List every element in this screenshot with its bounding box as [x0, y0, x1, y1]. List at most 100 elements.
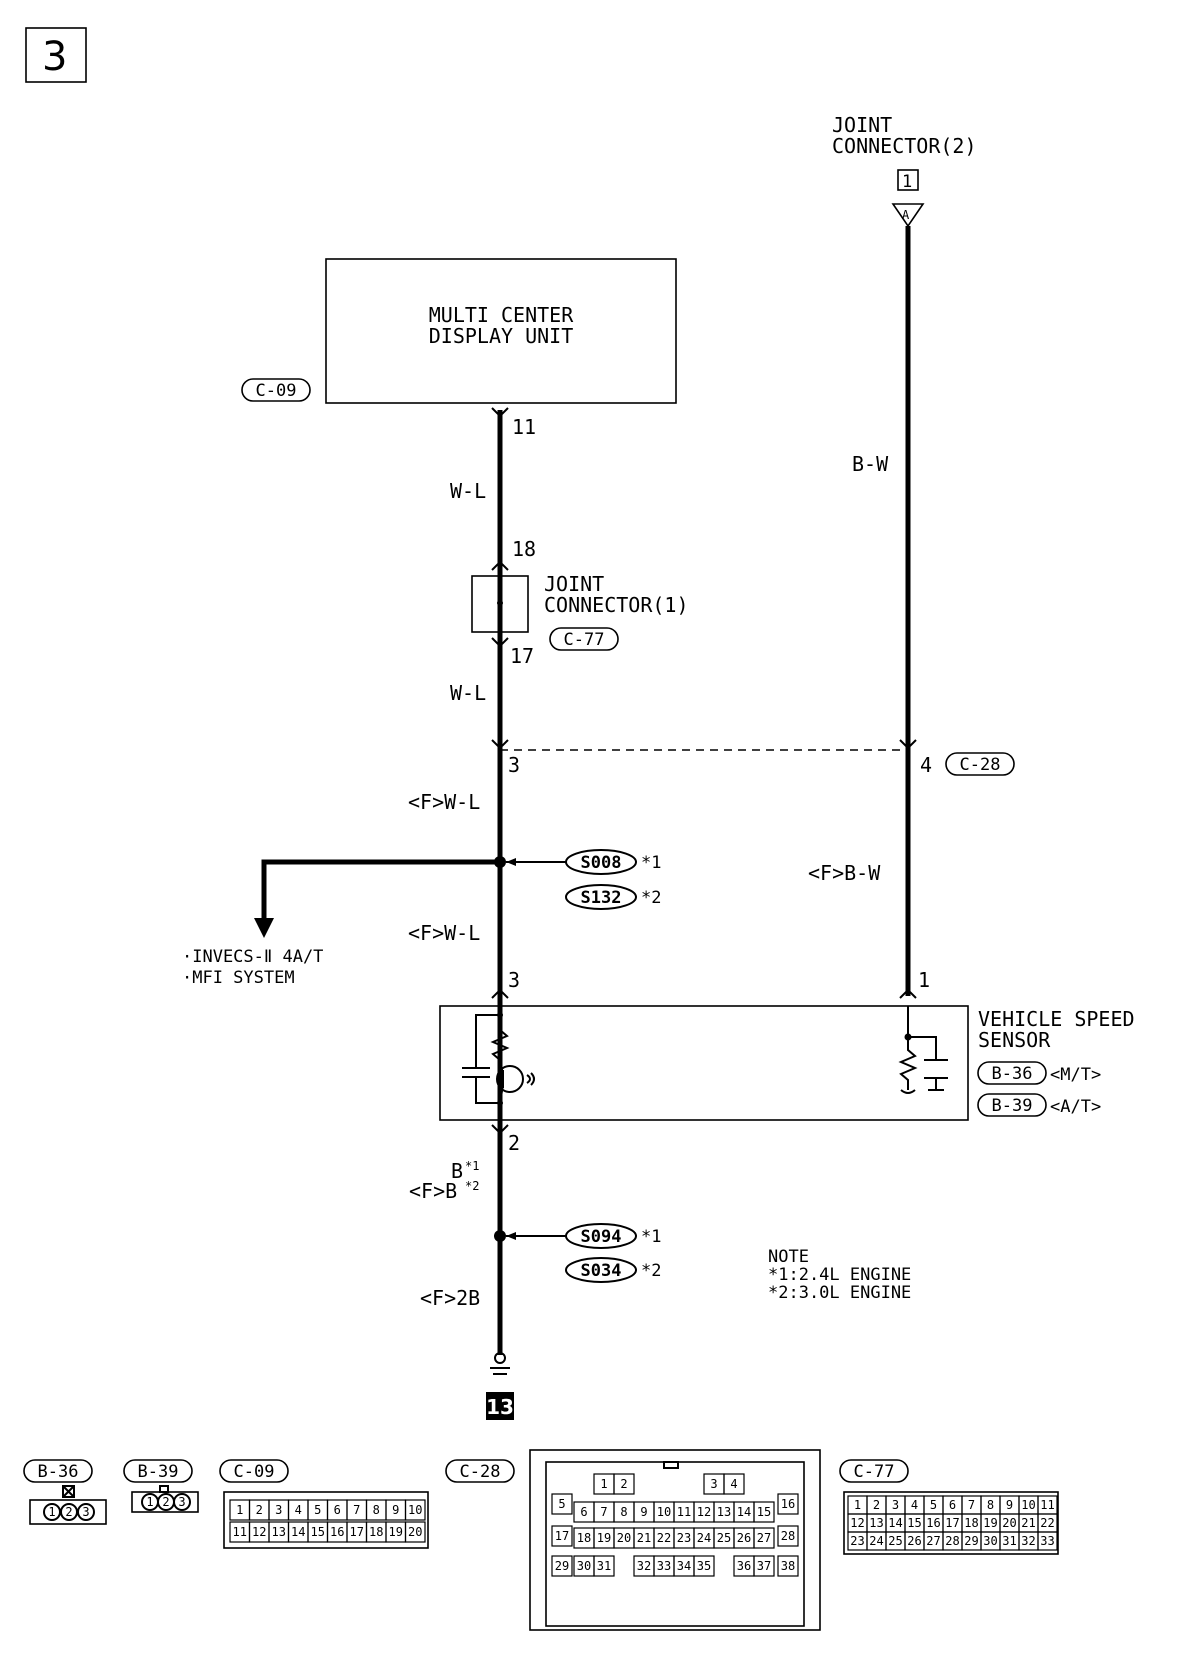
branch-line2: ·MFI SYSTEM: [182, 968, 295, 988]
cv-b39-pin-label: 3: [178, 1495, 185, 1509]
cv-b36-lock-x2: [62, 1485, 75, 1498]
wire-label-b1: B: [451, 1159, 463, 1183]
cv-c28-pin: 33: [657, 1559, 671, 1573]
splice-s094-label: S094: [581, 1227, 622, 1247]
mcdu-line1: MULTI CENTER: [429, 303, 574, 327]
cv-b39-pin-label: 1: [146, 1495, 153, 1509]
wire-label-wl-1: W-L: [450, 479, 486, 503]
page-number: 3: [42, 34, 67, 80]
cv-c09-pin: 1: [236, 1503, 243, 1517]
cv-c77-pin: 12: [850, 1516, 864, 1530]
cv-c77-pin: 30: [983, 1534, 997, 1548]
cv-c09-pin: 15: [311, 1525, 325, 1539]
cv-c28-outer: [529, 1449, 821, 1631]
cv-c09-pin: 10: [408, 1503, 422, 1517]
cv-c77-pin: 8: [987, 1498, 994, 1512]
cv-b36-lock: [62, 1485, 75, 1498]
cv-c09-pin: 13: [272, 1525, 286, 1539]
cv-c77-pin: 19: [983, 1516, 997, 1530]
cv-c77-pin: 13: [869, 1516, 883, 1530]
pin-marker-vss-2: [491, 1124, 509, 1135]
joint1-line2: CONNECTOR(1): [544, 593, 689, 617]
cv-c77-pin: 31: [1002, 1534, 1016, 1548]
cv-c77-pin: 29: [964, 1534, 978, 1548]
cv-c28-pin: 17: [555, 1529, 569, 1543]
wire-label-wl-2: W-L: [450, 681, 486, 705]
cv-c09-pill: [219, 1459, 289, 1483]
cv-c28-pin: 24: [697, 1531, 711, 1545]
cv-c28-pin: 14: [737, 1505, 751, 1519]
pin-vss-2: 2: [508, 1131, 520, 1155]
cv-c28-cell: [551, 1555, 573, 1577]
cv-c28-key: [663, 1461, 679, 1469]
cv-c09-cell: [404, 1521, 426, 1543]
pin-marker-18: [491, 560, 509, 571]
vss-transistor: [496, 1065, 524, 1093]
cv-c09-pin: 4: [295, 1503, 302, 1517]
cv-c28-cell: [777, 1555, 799, 1577]
cv-c09-label: C-09: [234, 1462, 275, 1482]
cv-b36-pin-label: 1: [48, 1505, 55, 1519]
vss-box: [439, 1005, 969, 1121]
cv-b36-pin-label: 2: [65, 1505, 72, 1519]
wire-label-fwl-2: <F>W-L: [408, 921, 480, 945]
cv-c77-body: [843, 1491, 1059, 1555]
cv-b36-body: [29, 1499, 107, 1525]
cv-c28-pin: 26: [737, 1531, 751, 1545]
vss-conn-at-pill: [977, 1093, 1047, 1117]
splice-s132-mark: *2: [641, 888, 661, 908]
wire-label-fb2: <F>B: [409, 1179, 457, 1203]
joint2-line2: CONNECTOR(2): [832, 134, 977, 158]
cv-c28-cell: [753, 1501, 775, 1523]
vss-conn-at: B-39: [992, 1096, 1033, 1116]
pin-18: 18: [512, 537, 536, 561]
cv-c28-pin: 32: [637, 1559, 651, 1573]
cv-c28-pin: 2: [620, 1477, 627, 1491]
splice-s008-mark: *1: [641, 853, 661, 873]
mcdu-box: [325, 258, 677, 404]
cv-c09-pin: 18: [369, 1525, 383, 1539]
mcdu-connector-pill: [241, 378, 311, 402]
ground-terminal: [494, 1352, 506, 1364]
joint2-ref: 1: [902, 172, 912, 192]
mcdu-line2: DISPLAY UNIT: [429, 324, 574, 348]
ground-ref-box: [486, 1392, 514, 1420]
cv-c77-pin: 16: [926, 1516, 940, 1530]
pin-marker-vss-1: [899, 988, 917, 999]
cv-c09-pin: 8: [373, 1503, 380, 1517]
cv-c28-pin: 37: [757, 1559, 771, 1573]
joint2-ref-box: [897, 169, 919, 191]
cv-c28-pin: 20: [617, 1531, 631, 1545]
cv-b36-pin: [77, 1503, 95, 1521]
wire-label-bw-top: B-W: [852, 452, 889, 476]
cv-c28-pin: 9: [640, 1505, 647, 1519]
pin-vss-1: 1: [918, 968, 930, 992]
cv-b36-pins: 1 2 3: [43, 1503, 95, 1521]
cv-c28-pill: [445, 1459, 515, 1483]
cv-b39-pin: [173, 1493, 191, 1511]
joint1-connector: C-77: [564, 630, 605, 650]
cv-c28-cell: [593, 1555, 615, 1577]
cv-b39-pill: [123, 1459, 193, 1483]
cv-b36-pin-label: 3: [82, 1505, 89, 1519]
cv-c77-pin: 22: [1040, 1516, 1054, 1530]
cv-c28-pin: 5: [558, 1497, 565, 1511]
splice-s034: [565, 1257, 637, 1283]
note-line1: *1:2.4L ENGINE: [768, 1265, 911, 1285]
cv-c09-pin: 17: [350, 1525, 364, 1539]
cv-c28-pin: 16: [781, 1497, 795, 1511]
cv-c77-pin: 9: [1006, 1498, 1013, 1512]
cv-c28-cell: [753, 1555, 775, 1577]
ground-ref: 13: [486, 1395, 514, 1419]
cv-c28-pin: 15: [757, 1505, 771, 1519]
cv-c28-pin: 35: [697, 1559, 711, 1573]
cv-c09-pin: 11: [233, 1525, 247, 1539]
splice-s008: [565, 849, 637, 875]
cv-c77-pin: 15: [907, 1516, 921, 1530]
wire-label-b1-mark: *1: [465, 1159, 479, 1173]
splice-s132: [565, 884, 637, 910]
cv-c28-pin: 21: [637, 1531, 651, 1545]
